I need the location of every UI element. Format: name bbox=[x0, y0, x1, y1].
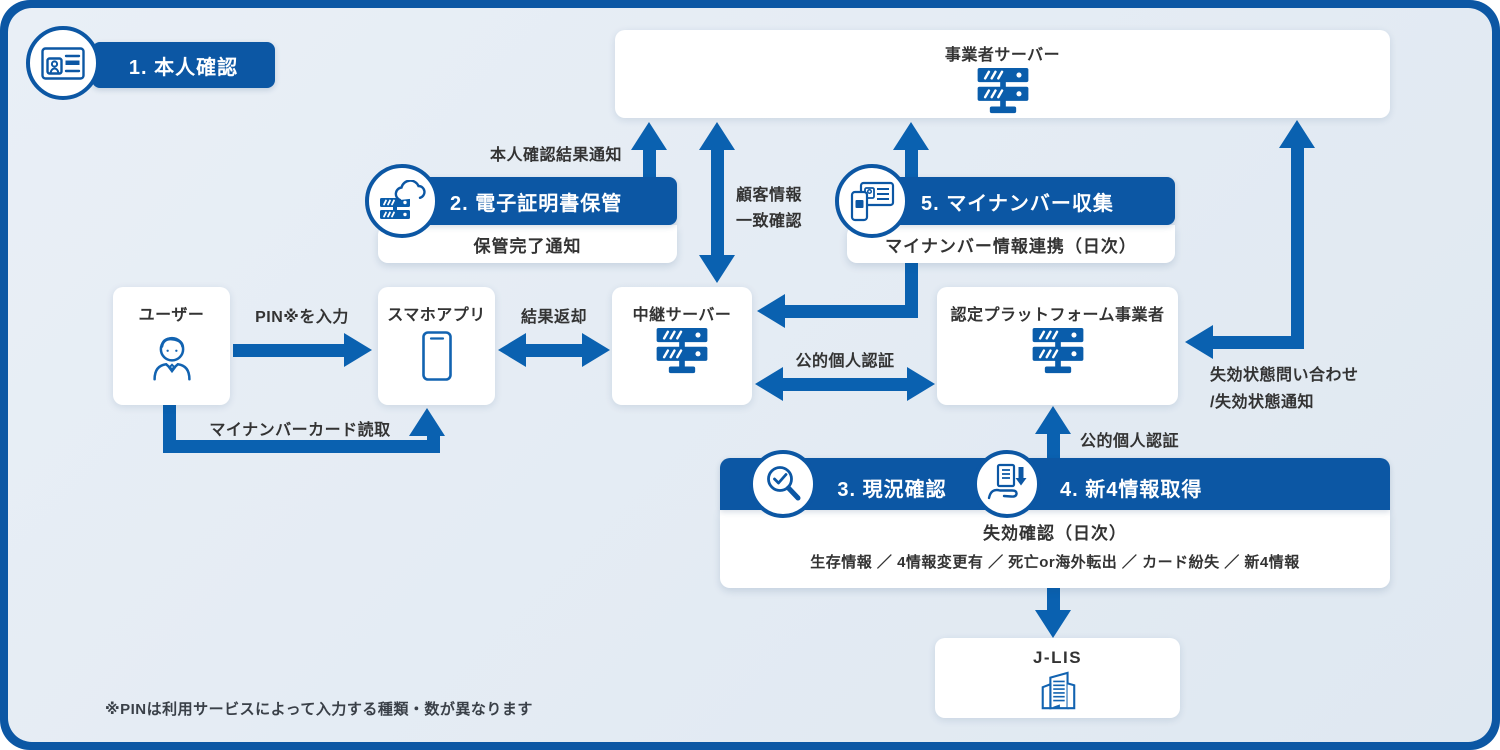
arrow-shaft-jlis bbox=[1047, 588, 1060, 612]
panel34-header bbox=[720, 458, 1390, 510]
user-label: ユーザー bbox=[138, 307, 205, 324]
arrowhead-down-customer-info bbox=[699, 255, 735, 283]
label-revocation-line1: 失効状態問い合わせ bbox=[1210, 367, 1359, 384]
arrowhead-left-result bbox=[498, 333, 526, 367]
node-business-server: 事業者サーバー bbox=[615, 30, 1390, 118]
server-icon bbox=[1031, 328, 1085, 375]
cloud-server-icon bbox=[378, 180, 426, 222]
arrowhead-up-cardread bbox=[409, 408, 445, 436]
node-jlis: J-LIS bbox=[935, 638, 1180, 718]
label-card-read: マイナンバーカード読取 bbox=[209, 422, 391, 439]
arrowhead-down-jlis bbox=[1035, 610, 1071, 638]
label-identity-result-notice: 本人確認結果通知 bbox=[489, 147, 622, 164]
arrow-shaft-customer-info bbox=[711, 148, 724, 258]
arrowhead-up-mynumber-collect bbox=[893, 122, 929, 150]
badge-step4-label: 4. 新4情報取得 bbox=[1060, 479, 1203, 501]
badge-step2-label: 2. 電子証明書保管 bbox=[450, 192, 623, 215]
arrow-shaft-cardread-up bbox=[427, 434, 440, 453]
phone-card-icon bbox=[849, 180, 895, 222]
arrow-shaft-result bbox=[524, 344, 586, 357]
arrowhead-left-revocation bbox=[1185, 325, 1213, 359]
badge-step5: 5. マイナンバー収集 bbox=[877, 177, 1175, 225]
person-icon bbox=[143, 329, 201, 387]
node-user: ユーザー bbox=[113, 287, 230, 405]
server-icon bbox=[655, 328, 709, 375]
badge-step2: 2. 電子証明書保管 bbox=[396, 177, 677, 225]
arrowhead-right-pin bbox=[344, 333, 372, 367]
badge-step1-circle bbox=[26, 26, 100, 100]
jlis-label: J-LIS bbox=[1032, 648, 1083, 667]
label-customer-info-line1: 顧客情報 bbox=[736, 187, 803, 204]
arrowhead-up-revocation bbox=[1279, 120, 1315, 148]
arrow-shaft-cardread-across bbox=[163, 440, 440, 453]
server-icon bbox=[976, 68, 1030, 115]
footnote: ※PINは利用サービスによって入力する種類・数が異なります bbox=[105, 701, 533, 718]
arrowhead-up-jpki-v bbox=[1035, 406, 1071, 434]
node-platform-operator: 認定プラットフォーム事業者 bbox=[937, 287, 1178, 405]
arrow-shaft-linkage-down bbox=[905, 262, 918, 318]
node-relay-server: 中継サーバー bbox=[612, 287, 752, 405]
badge-step3-circle bbox=[749, 450, 817, 518]
hand-document-icon bbox=[985, 462, 1029, 506]
arrow-shaft-revocation-horizontal bbox=[1211, 336, 1304, 349]
badge-step1: 1. 本人確認 bbox=[92, 42, 275, 88]
arrowhead-up-identity-result bbox=[631, 122, 667, 150]
arrow-shaft-jpki-h bbox=[781, 378, 909, 391]
label-revocation: 失効状態問い合わせ /失効状態通知 bbox=[1210, 362, 1359, 416]
arrowhead-left-jpki-h bbox=[755, 367, 783, 401]
badge-step3-label: 3. 現況確認 bbox=[837, 479, 947, 501]
label-customer-info-line2: 一致確認 bbox=[736, 213, 803, 230]
badge-step1-label: 1. 本人確認 bbox=[128, 56, 239, 79]
node-smartphone-app: スマホアプリ bbox=[378, 287, 495, 405]
arrow-shaft-pin bbox=[233, 344, 346, 357]
smartphone-app-label: スマホアプリ bbox=[387, 307, 486, 324]
label-pin-input: PIN※を入力 bbox=[255, 309, 349, 326]
business-server-label: 事業者サーバー bbox=[944, 47, 1061, 64]
arrow-shaft-linkage-across bbox=[781, 305, 918, 318]
magnifier-check-icon bbox=[762, 463, 804, 505]
arrow-shaft-identity-result bbox=[643, 148, 656, 178]
label-jpki-vertical: 公的個人認証 bbox=[1080, 433, 1180, 450]
step2-note-label: 保管完了通知 bbox=[473, 236, 582, 256]
badge-step5-label: 5. マイナンバー収集 bbox=[921, 192, 1114, 215]
label-result-return: 結果返却 bbox=[520, 309, 587, 326]
step5-note-label: マイナンバー情報連携（日次） bbox=[885, 236, 1137, 256]
label-customer-info: 顧客情報 一致確認 bbox=[736, 183, 802, 235]
smartphone-icon bbox=[421, 331, 452, 381]
panel34-body: 失効確認（日次） 生存情報 ／ 4情報変更有 ／ 死亡or海外転出 ／ カード紛… bbox=[720, 510, 1390, 588]
arrow-shaft-mynumber-collect bbox=[905, 148, 918, 178]
arrowhead-up-customer-info bbox=[699, 122, 735, 150]
panel34-note-title: 失効確認（日次） bbox=[983, 524, 1127, 543]
platform-operator-label: 認定プラットフォーム事業者 bbox=[950, 307, 1165, 324]
building-icon bbox=[1035, 670, 1081, 712]
label-jpki-horizontal: 公的個人認証 bbox=[795, 353, 895, 370]
arrow-shaft-jpki-v bbox=[1047, 432, 1060, 458]
badge-step2-circle bbox=[365, 164, 439, 238]
arrowhead-left-linkage bbox=[757, 294, 785, 328]
id-card-icon bbox=[41, 46, 85, 80]
arrow-shaft-revocation-vertical bbox=[1291, 146, 1304, 349]
badge-step5-circle bbox=[835, 164, 909, 238]
step2-note-box: 保管完了通知 bbox=[378, 225, 677, 263]
relay-server-label: 中継サーバー bbox=[632, 307, 732, 324]
panel34-note-detail: 生存情報 ／ 4情報変更有 ／ 死亡or海外転出 ／ カード紛失 ／ 新4情報 bbox=[810, 554, 1300, 571]
arrowhead-right-jpki-h bbox=[907, 367, 935, 401]
label-revocation-line2: /失効状態通知 bbox=[1210, 394, 1314, 411]
badge-step4-circle bbox=[973, 450, 1041, 518]
arrowhead-right-result bbox=[582, 333, 610, 367]
step5-note-box: マイナンバー情報連携（日次） bbox=[847, 225, 1175, 263]
